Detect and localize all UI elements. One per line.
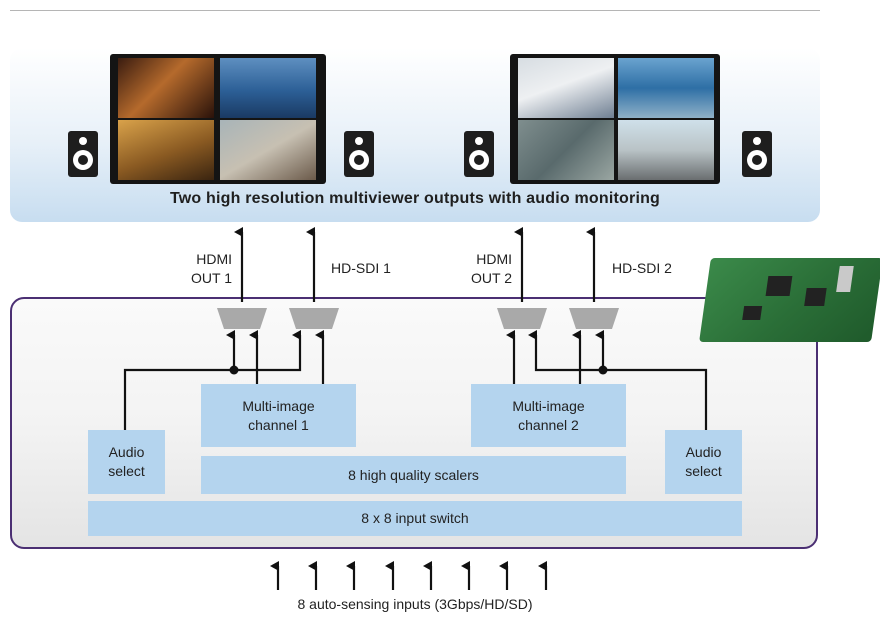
speaker-icon [464,131,494,177]
audio-select-right: Audio select [665,430,742,494]
mux-hdmi-1 [217,308,267,329]
input-switch: 8 x 8 input switch [88,501,742,536]
multiviewer-monitor-2 [510,54,720,184]
multi-image-channel-2: Multi-image channel 2 [471,384,626,447]
video-thumbnail [220,120,316,180]
audio-select-left: Audio select [88,430,165,494]
speaker-icon [742,131,772,177]
panel-caption: Two high resolution multiviewer outputs … [169,190,661,207]
video-thumbnail [118,120,214,180]
video-thumbnail [618,120,714,180]
video-thumbnail [618,58,714,118]
label-hd-sdi-2: HD-SDI 2 [612,260,672,276]
label-hdmi-out-1: HDMI OUT 1 [191,251,232,286]
top-divider [10,10,820,11]
speaker-icon [344,131,374,177]
inputs-caption: 8 auto-sensing inputs (3Gbps/HD/SD) [297,596,533,612]
video-thumbnail [118,58,214,118]
video-thumbnail [220,58,316,118]
video-thumbnail [518,120,614,180]
speaker-icon [68,131,98,177]
junction-dot [598,365,608,375]
mux-hdmi-2 [497,308,547,329]
video-thumbnail [518,58,614,118]
multi-image-channel-1: Multi-image channel 1 [201,384,356,447]
mux-sdi-1 [289,308,339,329]
label-hd-sdi-1: HD-SDI 1 [331,260,391,276]
multiviewer-monitor-1 [110,54,326,184]
label-hdmi-out-2: HDMI OUT 2 [471,251,512,286]
junction-dot [229,365,239,375]
mux-sdi-2 [569,308,619,329]
high-quality-scalers: 8 high quality scalers [201,456,626,494]
